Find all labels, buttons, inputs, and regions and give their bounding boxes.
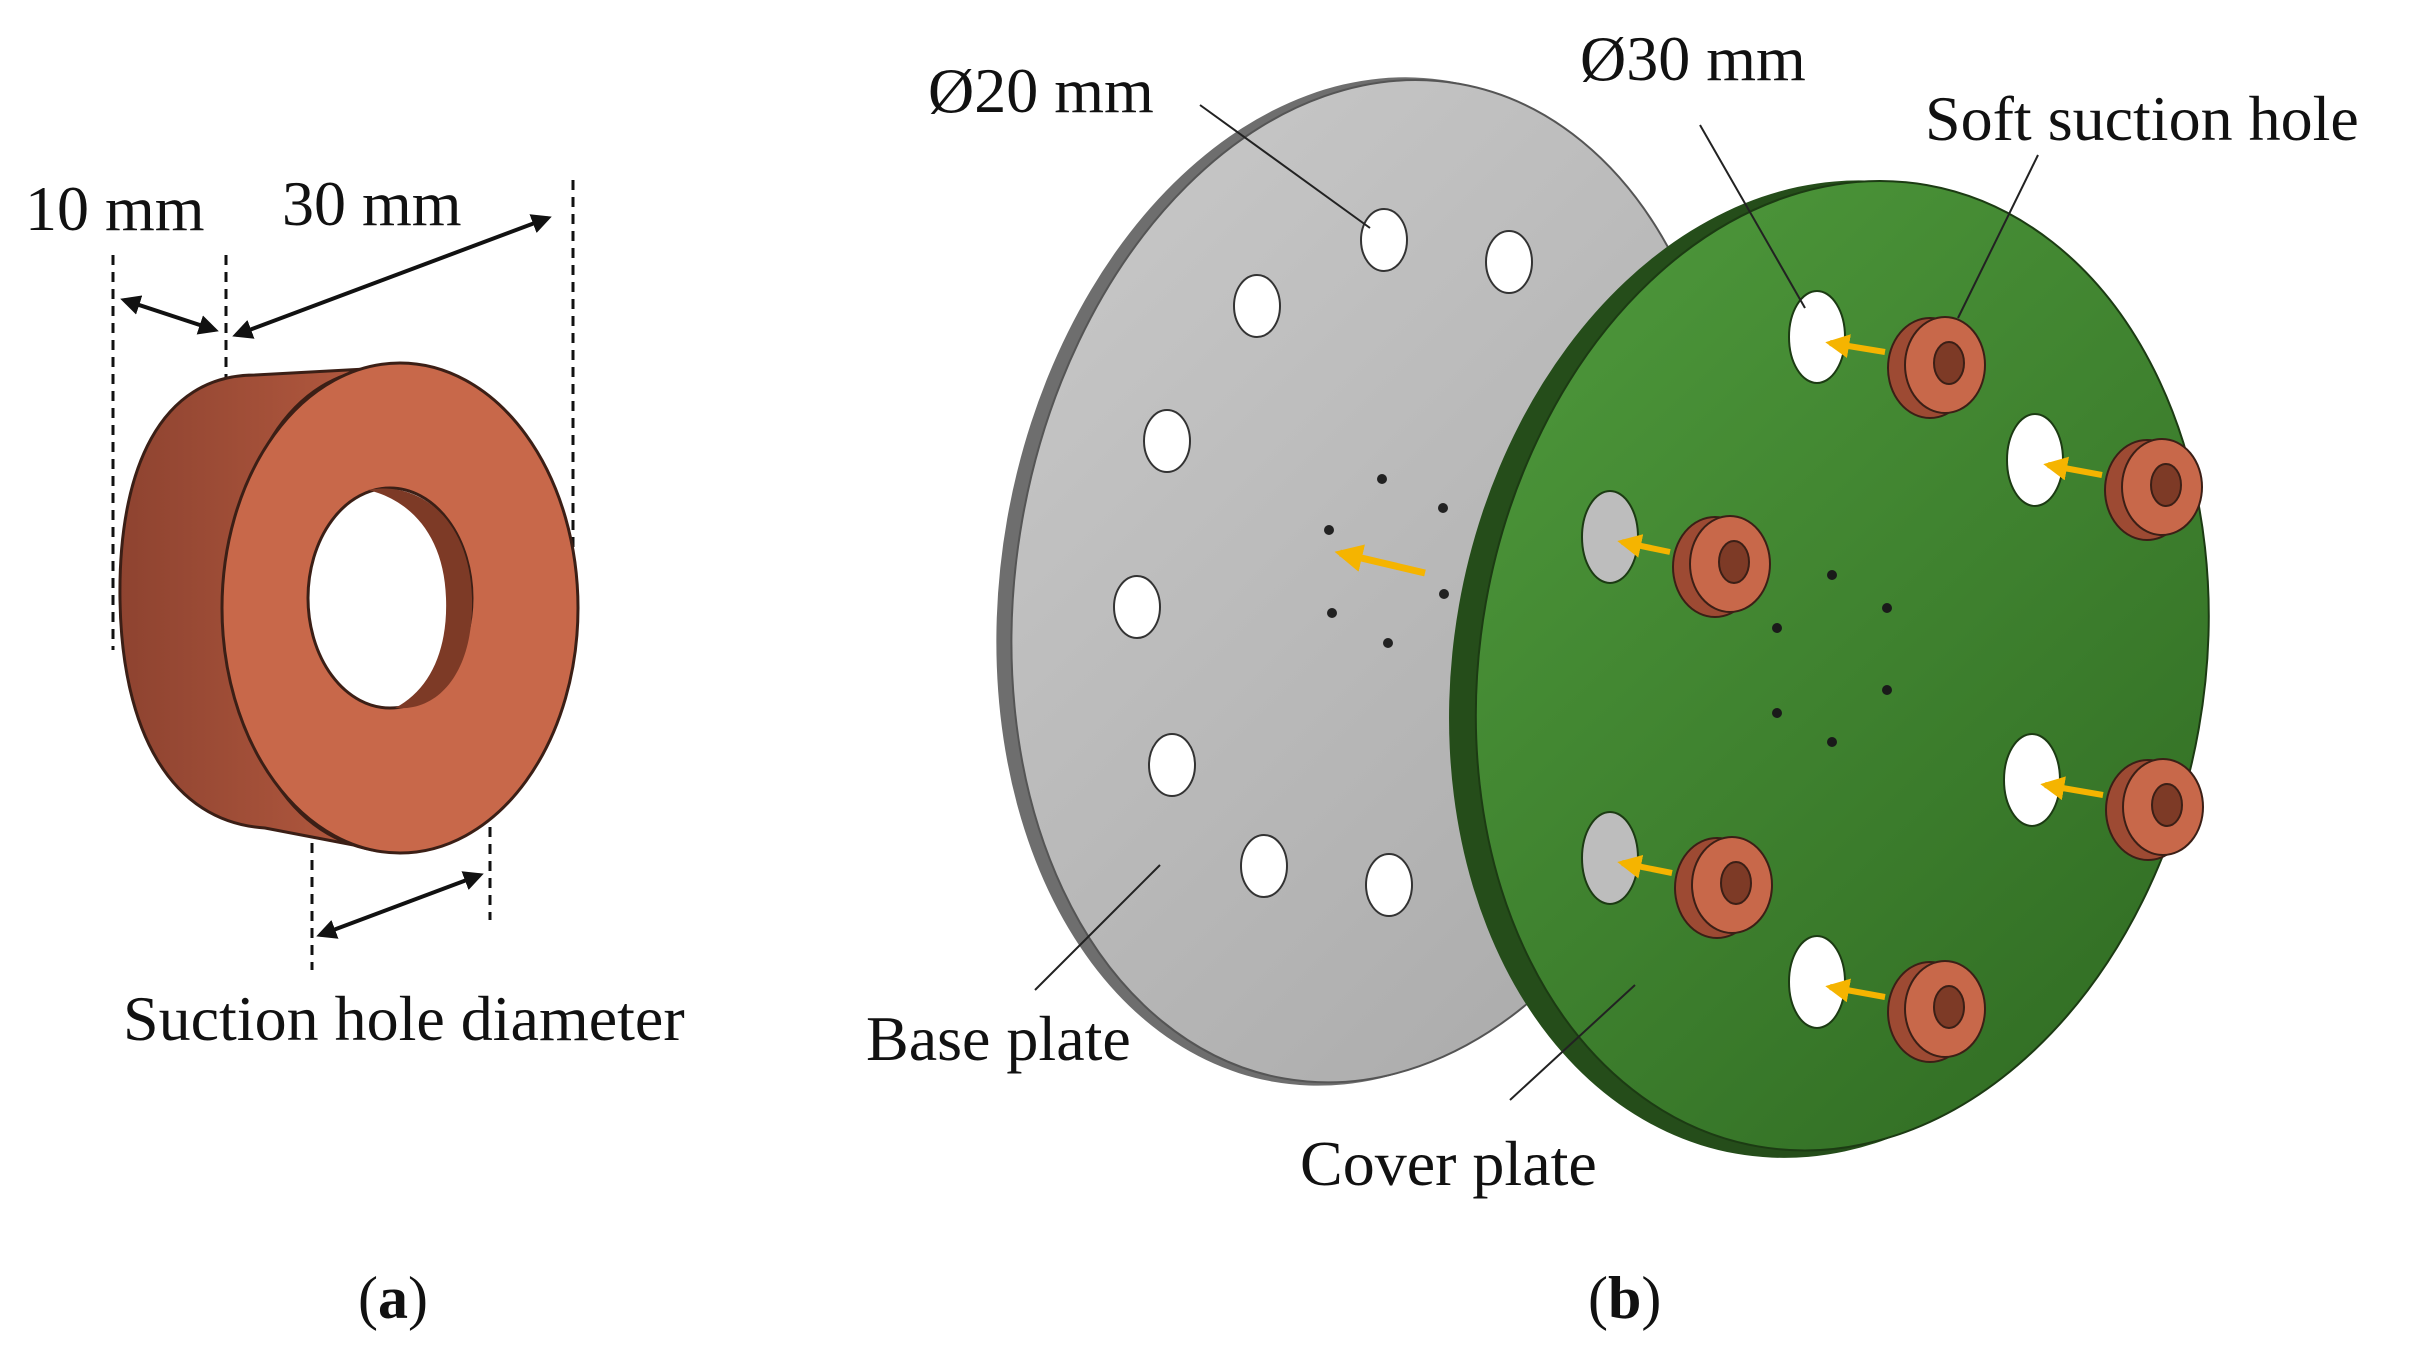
thickness-dimension-arrow bbox=[120, 295, 219, 335]
width-dimension-arrow bbox=[232, 214, 552, 339]
panel-a: 10 mm 30 mm Suction hole diameter (a) bbox=[25, 168, 685, 1331]
cover-hole-diameter-label: Ø30 mm bbox=[1580, 23, 1806, 94]
cover-plate-pin-holes bbox=[1772, 570, 1892, 747]
cover-hole bbox=[2006, 413, 2064, 507]
base-hole bbox=[1148, 733, 1196, 797]
cover-hole bbox=[2003, 733, 2061, 827]
base-plate-insert-arrow bbox=[1334, 544, 1426, 577]
cover-hole bbox=[1788, 290, 1846, 384]
soft-suction-ring-3d bbox=[118, 361, 580, 855]
soft-suction-ring bbox=[1674, 836, 1773, 939]
soft-suction-ring bbox=[1672, 515, 1771, 618]
soft-suction-ring bbox=[1887, 960, 1986, 1063]
cover-hole bbox=[1788, 935, 1846, 1029]
cover-plate-label: Cover plate bbox=[1300, 1128, 1597, 1199]
soft-suction-rings bbox=[1672, 316, 2204, 1063]
panel-b: Ø20 mm Ø30 mm Soft suction hole Base pla… bbox=[866, 23, 2359, 1331]
dimension-arrows-a bbox=[120, 214, 552, 939]
width-label: 30 mm bbox=[282, 168, 462, 239]
base-hole bbox=[1485, 230, 1533, 294]
soft-suction-ring bbox=[1887, 316, 1986, 419]
soft-suction-ring bbox=[2105, 758, 2204, 861]
soft-suction-hole-label: Soft suction hole bbox=[1925, 83, 2359, 154]
base-hole bbox=[1113, 575, 1161, 639]
cover-hole bbox=[1581, 490, 1639, 584]
base-hole bbox=[1360, 208, 1408, 272]
hole-diameter-label: Suction hole diameter bbox=[123, 983, 685, 1054]
base-plate-label: Base plate bbox=[866, 1003, 1131, 1074]
panel-a-label: (a) bbox=[358, 1265, 428, 1331]
hole-dimension-arrow bbox=[316, 871, 484, 939]
base-plate-holes bbox=[1113, 208, 1533, 917]
panel-b-label: (b) bbox=[1588, 1265, 1661, 1331]
base-hole bbox=[1240, 834, 1288, 898]
leader-lines-b bbox=[1034, 104, 2039, 1101]
base-plate-pin-holes bbox=[1324, 474, 1449, 648]
base-hole-diameter-label: Ø20 mm bbox=[928, 55, 1154, 126]
cover-hole bbox=[1581, 811, 1639, 905]
thickness-label: 10 mm bbox=[25, 173, 205, 244]
soft-suction-ring bbox=[2104, 438, 2203, 541]
ring-insert-arrows bbox=[1617, 334, 2104, 1003]
base-hole bbox=[1365, 853, 1413, 917]
base-hole bbox=[1233, 274, 1281, 338]
ring-hole-inner-wall bbox=[368, 488, 473, 709]
base-hole bbox=[1143, 409, 1191, 473]
